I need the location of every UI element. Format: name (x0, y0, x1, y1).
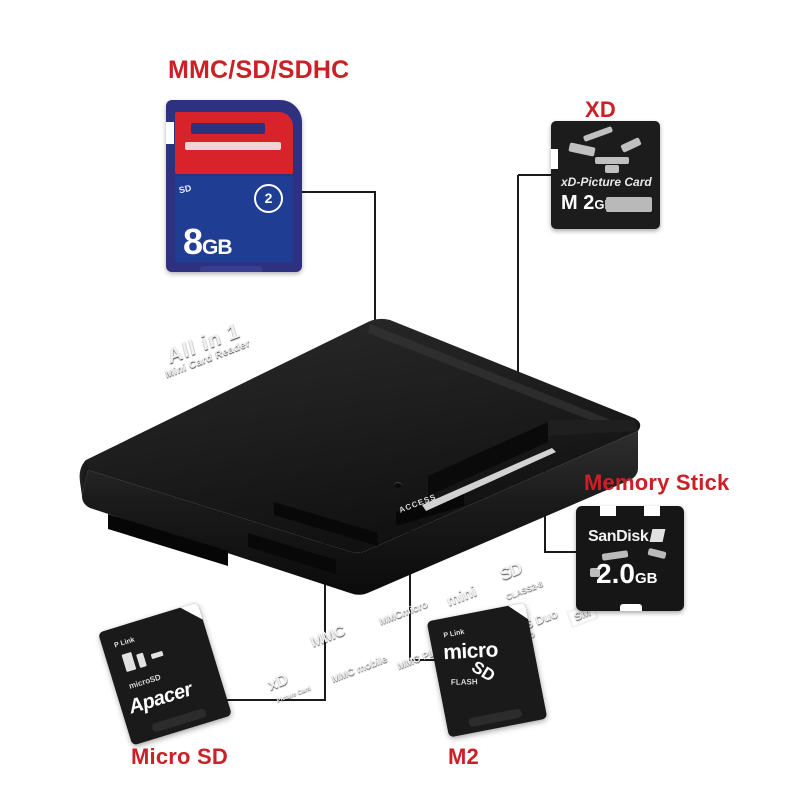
micro-sd-bevel (179, 602, 204, 627)
logo-mini: mini (443, 583, 479, 610)
sd-card-capacity-value: 8 (183, 221, 203, 262)
ms-card-capacity-unit: GB (634, 570, 658, 587)
micro-sd-top-text: P Link (113, 636, 136, 650)
sd-card-notch (166, 122, 174, 144)
m2-card-top-text: P Link (443, 628, 465, 640)
ms-card-capacity-value: 2.0 (596, 558, 635, 589)
slot-micro-sd (108, 514, 228, 566)
micro-sd-contact (151, 707, 208, 733)
supported-format-logos: SD CLASS2-8 mini MMCmicro MMC MMC mobile… (265, 542, 599, 704)
memory-stick-card-image: SanDisk 2.0GB (576, 506, 684, 611)
sd-card-top-band (175, 112, 293, 174)
xd-card-image: xD-Picture Card M 2GB (551, 121, 660, 229)
sd-card-capacity-unit: GB (202, 236, 232, 259)
ms-card-brand: SanDisk (588, 528, 666, 546)
logo-sd: SD (497, 558, 525, 585)
sd-card-contact (200, 266, 262, 272)
m2-card-micro-text: micro (442, 638, 499, 665)
callout-label-m2: M2 (448, 744, 479, 769)
logo-xd: xD (265, 670, 291, 695)
sd-card-image: SD 2 8GB (166, 100, 302, 272)
ms-card-tab-right (644, 506, 660, 516)
reader-front-face (82, 431, 638, 595)
access-led-icon (394, 482, 402, 488)
reader-left-face (79, 460, 88, 496)
ms-card-bottom-notch (620, 604, 642, 611)
ms-card-mark-3 (590, 568, 600, 577)
slot-highlight-edge (422, 448, 556, 511)
slot-memory-stick (428, 422, 548, 496)
slot-m2 (248, 533, 336, 574)
callout-label-xd: XD (585, 97, 616, 122)
logo-mmcmicro: MMCmicro (377, 599, 430, 628)
m2-card-sub-text: FLASH (450, 677, 478, 687)
ms-card-tab-left (600, 506, 616, 516)
sd-card-speed-class: 2 (254, 184, 283, 213)
ms-card-mark-2 (647, 547, 667, 560)
card-reader-device: All in 1 Mini Card Reader ACCESS SD CLAS… (78, 300, 648, 704)
slot-mmc-sd (274, 502, 378, 546)
ms-card-brand-text: SanDisk (588, 528, 649, 545)
m2-card-contact (467, 708, 523, 728)
sd-card-capacity: 8GB (183, 221, 233, 262)
reader-right-edge (548, 420, 638, 436)
logo-mmc-mobile: MMC mobile (329, 653, 389, 686)
xd-card-artwork (565, 126, 649, 173)
micro-sd-card-image: P Link microSD Apacer (98, 602, 232, 746)
reader-top-highlight (368, 324, 626, 431)
logo-mmc: MMC (308, 622, 348, 651)
xd-card-capacity-value: M 2 (561, 192, 595, 214)
ms-card-capacity: 2.0GB (596, 560, 657, 588)
callout-label-micro-sd: Micro SD (131, 744, 228, 769)
xd-card-label-strip (606, 197, 652, 212)
callout-label-mmc-sd-sdhc: MMC/SD/SDHC (168, 56, 350, 84)
sd-card-body: SD 2 8GB (175, 176, 293, 262)
sandisk-logo-icon (649, 529, 666, 542)
xd-card-type-text: xD-Picture Card (561, 175, 652, 189)
callout-label-memory-stick: Memory Stick (584, 470, 730, 495)
